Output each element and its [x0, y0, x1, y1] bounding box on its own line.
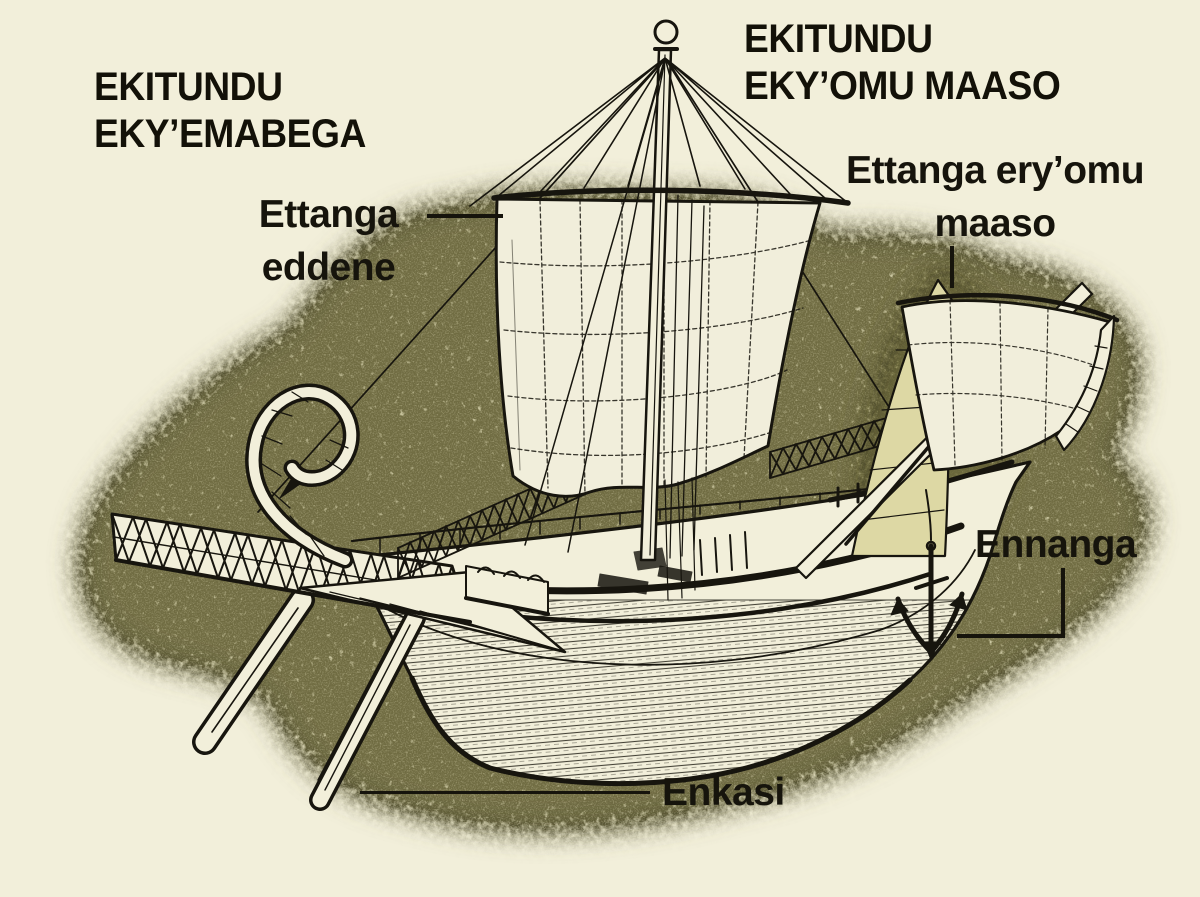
- swan-neck-ornament: [245, 383, 360, 569]
- leader-line-steering-oar: [360, 791, 650, 794]
- label-fore-sail-line2: maaso: [934, 202, 1056, 245]
- label-steering-oar: Enkasi: [662, 771, 785, 814]
- backstay-rope: [257, 57, 667, 513]
- main-mast: [639, 19, 679, 562]
- bow-railing: [769, 413, 901, 479]
- leader-line-main-sail: [427, 214, 503, 218]
- header-stern-line1: EKITUNDU: [94, 65, 283, 109]
- keel-edge: [409, 675, 913, 787]
- label-main-sail-line1: Ettanga: [258, 193, 399, 236]
- bow-stem: [1054, 314, 1116, 452]
- leader-line-anchor-vertical: [1061, 568, 1065, 638]
- header-bow-line1: EKITUNDU: [744, 17, 933, 61]
- header-stern-line2: EKY’EMABEGA: [94, 112, 366, 156]
- label-fore-sail-line1: Ettanga ery’omu: [845, 149, 1145, 192]
- fore-yard: [895, 292, 1120, 323]
- stern-gallery: [110, 512, 567, 654]
- label-main-sail: Ettanga eddene: [216, 188, 441, 294]
- label-anchor: Ennanga: [975, 523, 1137, 566]
- header-bow-line2: EKY’OMU MAASO: [744, 64, 1061, 108]
- main-yard: [491, 187, 851, 206]
- label-fore-sail: Ettanga ery’omu maaso: [815, 144, 1175, 250]
- header-stern-section: EKITUNDU EKY’EMABEGA: [94, 64, 366, 158]
- steering-oars: [192, 587, 426, 811]
- anchor-rope: [925, 489, 932, 541]
- leader-line-fore-sail: [950, 246, 954, 288]
- running-rigging: [524, 59, 705, 601]
- leader-line-anchor-horizontal: [957, 634, 1065, 638]
- anchor: [890, 489, 968, 661]
- deckhouse: [464, 565, 550, 616]
- masthead-ball: [653, 19, 679, 45]
- label-main-sail-line2: eddene: [261, 246, 396, 289]
- anchor-stock: [914, 576, 949, 590]
- swan-head-beak: [279, 477, 301, 499]
- header-bow-section: EKITUNDU EKY’OMU MAASO: [744, 16, 1061, 110]
